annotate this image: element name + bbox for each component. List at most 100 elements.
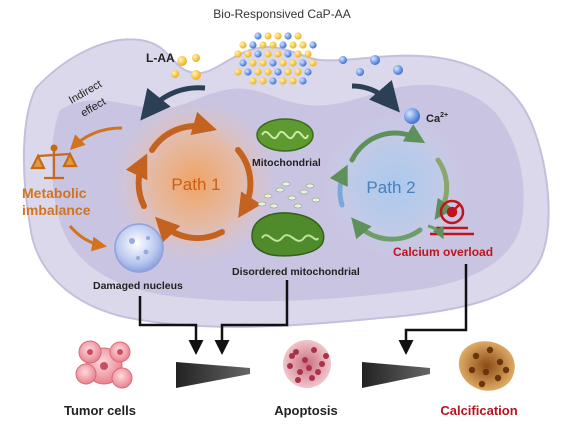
- nanoparticle: [249, 41, 257, 49]
- connector-nucleus-to-apoptosis: [138, 296, 204, 355]
- calcification-label: Calcification: [440, 403, 517, 418]
- nanoparticle: [254, 50, 262, 58]
- connector-overload-to-calcification: [398, 264, 468, 355]
- nanoparticle: [274, 50, 282, 58]
- disordered-mitochondrion-icon: [251, 181, 325, 257]
- nanoparticle: [239, 59, 247, 67]
- calcium-overload-label: Calcium overload: [393, 245, 493, 259]
- nanoparticle: [309, 59, 317, 67]
- calcium-deposit: [486, 346, 494, 354]
- nanoparticle: [304, 68, 312, 76]
- calcium-deposit: [478, 380, 486, 388]
- nanoparticle: [244, 50, 252, 58]
- apoptotic-body: [315, 369, 321, 375]
- apoptotic-body: [311, 347, 317, 353]
- tumor-cells-icon: [75, 340, 133, 389]
- apoptotic-body: [302, 357, 308, 363]
- metabolic-label-2: imbalance: [22, 202, 91, 218]
- calcium-deposit: [502, 366, 510, 374]
- mitochondrion-icon: [256, 118, 314, 152]
- path1-label: Path 1: [171, 175, 220, 194]
- calcium-deposit: [494, 374, 502, 382]
- nanoparticle: [289, 41, 297, 49]
- mito-fragment: [281, 181, 291, 187]
- damaged-nucleus-icon: [114, 223, 164, 273]
- nanoparticle: [264, 32, 272, 40]
- nanoparticle: [279, 77, 287, 85]
- calcium-deposit: [496, 358, 504, 366]
- nanoparticle: [254, 68, 262, 76]
- nanoparticle: [264, 68, 272, 76]
- nanoparticle: [249, 59, 257, 67]
- nanoparticle: [269, 77, 277, 85]
- nanoparticle: [304, 50, 312, 58]
- path2-label: Path 2: [366, 178, 415, 197]
- path1-glow: [113, 100, 277, 264]
- mito-fragment: [305, 183, 315, 189]
- arrow-to-ca: [351, 80, 400, 113]
- calcium-deposit: [468, 366, 476, 374]
- mito-fragment: [257, 201, 267, 207]
- apoptotic-body: [323, 353, 329, 359]
- nanoparticle: [294, 68, 302, 76]
- mito-fragment: [311, 197, 321, 203]
- nanoparticle: [284, 32, 292, 40]
- mito-fragment: [293, 203, 303, 209]
- nanoparticle: [284, 50, 292, 58]
- nanoparticle: [254, 32, 262, 40]
- nanoparticle-cluster-icon: [234, 32, 317, 85]
- nanoparticle: [284, 68, 292, 76]
- nanoparticle: [259, 77, 267, 85]
- apoptotic-body: [287, 363, 293, 369]
- nanoparticle: [239, 41, 247, 49]
- tumor-cells-label: Tumor cells: [64, 403, 136, 418]
- apoptosis-icon: [283, 340, 331, 388]
- nanoparticle: [249, 77, 257, 85]
- metabolic-label-1: Metabolic: [22, 185, 87, 201]
- nanoparticle: [269, 59, 277, 67]
- nanoparticle: [244, 68, 252, 76]
- balance-scale-icon: [30, 144, 78, 180]
- apoptosis-label: Apoptosis: [274, 403, 338, 418]
- nanoparticle: [269, 41, 277, 49]
- path1-cycle-arrows: [125, 111, 262, 243]
- apoptotic-body: [309, 375, 315, 381]
- nanoparticle: [279, 41, 287, 49]
- laa-label: L-AA: [146, 51, 175, 65]
- calcium-deposit: [472, 352, 480, 360]
- mitochondrial-label: Mitochondrial: [252, 157, 321, 169]
- apoptotic-body: [297, 369, 303, 375]
- nanoparticle: [289, 77, 297, 85]
- mito-fragment: [269, 203, 279, 209]
- title: Bio-Responsived CaP-AA: [213, 7, 350, 21]
- calcium-deposit: [482, 368, 490, 376]
- nanoparticle: [259, 59, 267, 67]
- ca-label: Ca2+: [426, 112, 448, 125]
- arrow-to-path1: [140, 85, 206, 121]
- nanoparticle: [274, 68, 282, 76]
- nanoparticle: [274, 32, 282, 40]
- mito-fragment: [275, 187, 285, 193]
- damaged-nucleus-label: Damaged nucleus: [93, 280, 183, 292]
- apoptotic-body: [293, 349, 299, 355]
- nanoparticle: [289, 59, 297, 67]
- nanoparticle: [234, 68, 242, 76]
- connector-mito-to-apoptosis: [214, 280, 289, 355]
- nanoparticle: [299, 59, 307, 67]
- ca-particles: [339, 55, 420, 124]
- nanoparticle: [279, 59, 287, 67]
- progression-wedge-1: [176, 362, 250, 388]
- apoptotic-body: [295, 377, 301, 383]
- mito-fragment: [299, 189, 309, 195]
- nanoparticle: [309, 41, 317, 49]
- progression-wedge-2: [362, 362, 430, 388]
- nanoparticle: [299, 77, 307, 85]
- apoptotic-body: [319, 361, 325, 367]
- laa-particles: [171, 54, 201, 80]
- arrow-indirect-effect: [69, 126, 123, 151]
- mito-fragment: [287, 195, 297, 201]
- apoptotic-body: [289, 353, 295, 359]
- nanoparticle: [264, 50, 272, 58]
- calcification-icon: [458, 341, 515, 391]
